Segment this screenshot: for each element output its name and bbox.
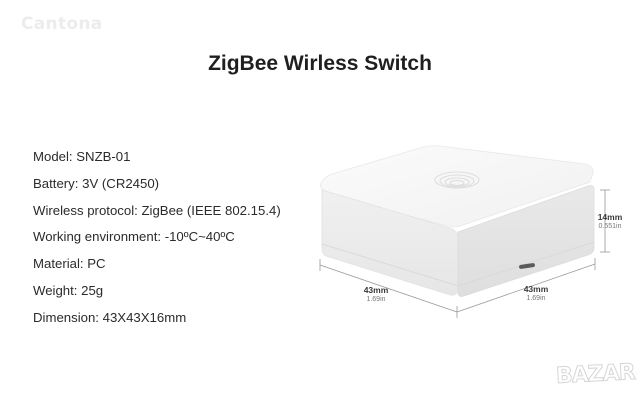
usb-port-icon [519,263,535,269]
bazar-logo: BAZAR [555,359,636,390]
length-dimension-line [319,259,458,313]
spec-material: Material: PC [33,256,106,272]
height-dimension-label: 14mm 0.551in [597,212,623,230]
spec-model: Model: SNZB-01 [33,149,131,164]
height-dimension-line [600,189,610,253]
spec-working-environment: Working environment: -10ºC~40ºC [33,229,235,245]
spec-battery: Battery: 3V (CR2450) [33,175,160,191]
length-dimension-label: 43mm 1.69in [363,285,389,303]
spec-weight: Weight: 25g [33,282,104,298]
width-dimension-line [456,258,596,318]
page-title: ZigBee Wirless Switch [208,52,432,75]
spec-list: Model: SNZB-01 Battery: 3V (CR2450) Wire… [33,148,281,336]
product-image: 14mm 0.551in 43mm 1.69in 43mm 1.69in [300,140,630,320]
spec-wireless-protocol: Wireless protocol: ZigBee (IEEE 802.15.4… [33,202,281,218]
spec-dimension: Dimension: 43X43X16mm [33,309,187,325]
watermark-text: Cantona [21,14,103,34]
width-dimension-label: 43mm 1.69in [523,284,549,302]
fingerprint-button-icon [434,171,480,189]
zigbee-switch-device-illustration [319,145,610,318]
